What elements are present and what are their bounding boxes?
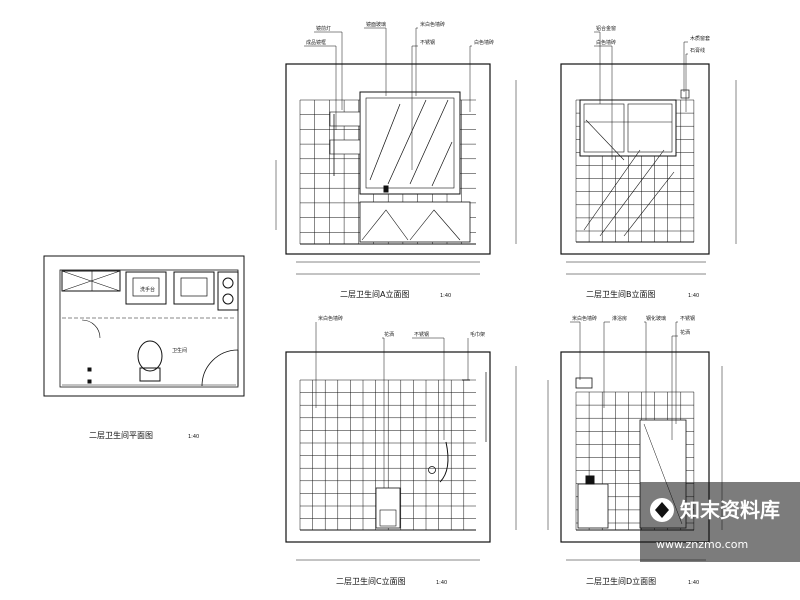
elev-d-scale: 1:40 bbox=[688, 580, 699, 586]
callout-elev-a-6: 白色墙砖 bbox=[474, 39, 494, 46]
callout-elev-b-3: 木质窗套 bbox=[690, 35, 710, 42]
callout-elev-b-2: 白色墙砖 bbox=[596, 39, 616, 46]
callout-elev-d-3: 钢化玻璃 bbox=[646, 315, 666, 322]
callout-elev-b-4: 石膏线 bbox=[690, 47, 705, 54]
elevation-b bbox=[560, 31, 737, 275]
elev-b-title: 二层卫生间B立面图 bbox=[586, 289, 656, 299]
elev-d-title: 二层卫生间D立面图 bbox=[586, 576, 656, 586]
watermark-logo: 知末资料库 www.znzmo.com bbox=[650, 498, 780, 551]
callout-elev-c-3: 不锈钢 bbox=[414, 331, 429, 338]
watermark: 知末资料库 www.znzmo.com bbox=[640, 482, 800, 562]
elev-b-scale: 1:40 bbox=[688, 293, 699, 299]
callout-elev-d-2: 淋浴房 bbox=[612, 315, 627, 322]
plan-label-room: 卫生间 bbox=[172, 347, 187, 354]
plan-title: 二层卫生间平面图 bbox=[89, 430, 153, 440]
callout-elev-c-1: 米白色墙砖 bbox=[318, 315, 343, 322]
callout-elev-c-4: 毛巾架 bbox=[470, 331, 485, 338]
elevation-c bbox=[285, 322, 517, 561]
callout-elev-a-4: 米白色墙砖 bbox=[420, 21, 445, 28]
plan-label-fixture: 洗手台 bbox=[140, 286, 155, 293]
callout-elev-b-1: 铝合金窗 bbox=[596, 25, 616, 32]
plan-scale: 1:40 bbox=[188, 434, 199, 440]
watermark-name: 知末资料库 bbox=[680, 498, 780, 522]
callout-elev-d-5: 花洒 bbox=[680, 329, 690, 336]
elev-a-scale: 1:40 bbox=[440, 293, 451, 299]
callout-elev-a-1: 镜前灯 bbox=[316, 25, 331, 32]
callout-elev-c-2: 花洒 bbox=[384, 331, 394, 338]
callout-elev-d-4: 不锈钢 bbox=[680, 315, 695, 322]
callout-elev-d-1: 米白色墙砖 bbox=[572, 315, 597, 322]
elev-c-scale: 1:40 bbox=[436, 580, 447, 586]
callout-elev-a-5: 不锈钢 bbox=[420, 39, 435, 46]
callout-elev-a-2: 成品镜框 bbox=[306, 39, 326, 46]
watermark-url: www.znzmo.com bbox=[656, 538, 748, 551]
callout-elev-a-3: 镜面玻璃 bbox=[366, 21, 386, 28]
elev-a-title: 二层卫生间A立面图 bbox=[340, 289, 409, 299]
elev-c-title: 二层卫生间C立面图 bbox=[336, 576, 406, 586]
elevation-a bbox=[275, 27, 517, 275]
floor-plan bbox=[43, 255, 245, 397]
